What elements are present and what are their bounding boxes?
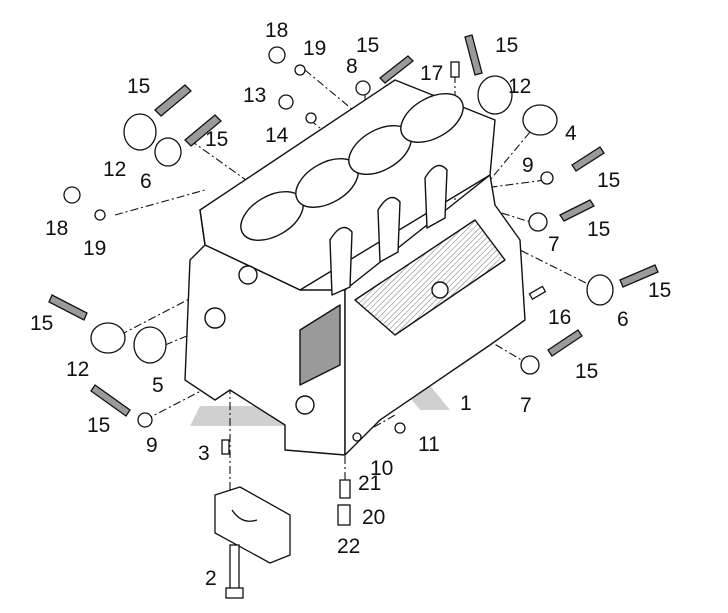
callout-19a: 19 <box>303 37 326 60</box>
callout-15h: 15 <box>30 312 53 335</box>
callout-15d: 15 <box>495 34 518 57</box>
callout-15e: 15 <box>597 169 620 192</box>
callout-10: 10 <box>370 457 393 480</box>
callout-labels: 1 2 3 4 5 6 6 7 7 8 9 9 10 11 12 12 12 1… <box>30 19 671 590</box>
callout-1: 1 <box>460 392 472 415</box>
callout-4: 4 <box>565 122 577 145</box>
callout-15g: 15 <box>648 279 671 302</box>
callout-13: 13 <box>243 84 266 107</box>
callout-15a: 15 <box>127 75 150 98</box>
callout-14: 14 <box>265 124 289 147</box>
callout-15j: 15 <box>575 360 598 383</box>
callout-15b: 15 <box>205 128 228 151</box>
callout-22: 22 <box>337 535 360 558</box>
callout-15f: 15 <box>587 218 610 241</box>
cylinder-block <box>184 79 526 456</box>
callout-9b: 9 <box>146 434 158 457</box>
callout-7b: 7 <box>520 394 532 417</box>
callout-18a: 18 <box>265 19 288 42</box>
callout-15c: 15 <box>356 34 379 57</box>
callout-11: 11 <box>418 433 440 456</box>
sealant-tube-group <box>48 34 659 417</box>
callout-9a: 9 <box>522 154 534 177</box>
small-parts <box>48 34 659 599</box>
callout-12b: 12 <box>508 75 531 98</box>
callout-6b: 6 <box>617 308 629 331</box>
callout-17: 17 <box>420 62 443 85</box>
callout-16: 16 <box>548 306 571 329</box>
callout-15i: 15 <box>87 414 110 437</box>
callout-19b: 19 <box>83 237 106 260</box>
callout-7a: 7 <box>548 233 560 256</box>
callout-6a: 6 <box>140 170 152 193</box>
callout-2: 2 <box>205 567 217 590</box>
callout-12c: 12 <box>66 358 89 381</box>
callout-18b: 18 <box>45 217 68 240</box>
callout-12a: 12 <box>103 158 126 181</box>
callout-20: 20 <box>362 506 385 529</box>
callout-5: 5 <box>152 374 164 397</box>
callout-3: 3 <box>198 442 210 465</box>
callout-21: 21 <box>358 472 381 495</box>
callout-8: 8 <box>346 55 358 78</box>
